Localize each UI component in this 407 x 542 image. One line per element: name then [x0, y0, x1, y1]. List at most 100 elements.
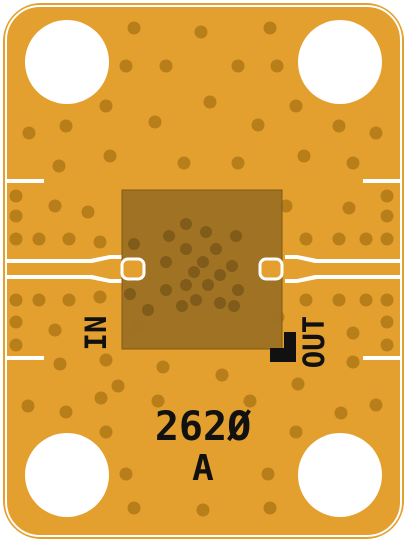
- via: [119, 59, 133, 73]
- via: [380, 293, 394, 307]
- via: [332, 119, 346, 133]
- via: [380, 315, 394, 329]
- output-trace-gap-bottom: [285, 275, 401, 283]
- via: [243, 394, 257, 408]
- via: [9, 189, 23, 203]
- chip-via: [230, 230, 242, 242]
- via: [9, 232, 23, 246]
- mounting-hole-top-right: [298, 20, 382, 104]
- chip-via: [188, 266, 200, 278]
- part-number-label: 262Ø: [155, 404, 251, 450]
- via: [148, 115, 162, 129]
- via: [231, 59, 245, 73]
- chip-via: [202, 279, 214, 291]
- via: [99, 353, 113, 367]
- via: [380, 189, 394, 203]
- via: [231, 156, 245, 170]
- via: [359, 232, 373, 246]
- via: [111, 379, 125, 393]
- via: [93, 235, 107, 249]
- via: [9, 315, 23, 329]
- via-field: [9, 21, 394, 517]
- via: [99, 99, 113, 113]
- output-bond-pad: [258, 257, 284, 281]
- chip-pad: [121, 189, 283, 350]
- via: [103, 149, 117, 163]
- right-gap-upper: [363, 179, 401, 183]
- chip-via: [176, 300, 188, 312]
- chip-via: [163, 230, 175, 242]
- chip-via: [200, 226, 212, 238]
- chip-via: [180, 279, 192, 291]
- via: [119, 467, 133, 481]
- chip-via: [228, 300, 240, 312]
- via: [297, 149, 311, 163]
- port-in-label: IN: [79, 316, 113, 351]
- via: [177, 156, 191, 170]
- mounting-hole-bottom-right: [298, 433, 382, 517]
- via: [59, 405, 73, 419]
- chip-via: [210, 243, 222, 255]
- input-bond-pad: [120, 257, 146, 281]
- left-gap-lower: [6, 356, 44, 360]
- output-trace-gap-top: [285, 255, 401, 263]
- via: [380, 338, 394, 352]
- via: [270, 59, 284, 73]
- via: [369, 126, 383, 140]
- via: [263, 21, 277, 35]
- pin-one-marker: [270, 332, 296, 362]
- via: [59, 119, 73, 133]
- right-gap-lower: [363, 356, 401, 360]
- chip-via: [197, 256, 209, 268]
- chip-via: [142, 304, 154, 316]
- via: [151, 394, 165, 408]
- via: [380, 209, 394, 223]
- port-out-label: OUT: [297, 316, 331, 368]
- via: [32, 232, 46, 246]
- input-trace-gap-top: [6, 255, 122, 263]
- via: [342, 201, 356, 215]
- via: [196, 503, 210, 517]
- via: [299, 293, 313, 307]
- via: [159, 59, 173, 73]
- via: [215, 368, 229, 382]
- via: [9, 209, 23, 223]
- via: [289, 99, 303, 113]
- mounting-hole-bottom-left: [25, 433, 109, 517]
- via: [380, 232, 394, 246]
- via: [93, 290, 107, 304]
- chip-via: [160, 256, 172, 268]
- revision-label: A: [192, 448, 214, 489]
- mounting-holes: [25, 20, 382, 517]
- via: [289, 425, 303, 439]
- via: [32, 293, 46, 307]
- via: [251, 118, 265, 132]
- via: [127, 21, 141, 35]
- via: [279, 199, 293, 213]
- via: [359, 293, 373, 307]
- via: [99, 425, 113, 439]
- via: [9, 293, 23, 307]
- via: [203, 95, 217, 109]
- via: [48, 323, 62, 337]
- board-outline: [5, 5, 402, 537]
- via: [22, 126, 36, 140]
- via: [332, 293, 346, 307]
- via: [194, 25, 208, 39]
- via: [346, 355, 360, 369]
- output-port-gaps: [285, 179, 401, 360]
- chip-via: [160, 284, 172, 296]
- chip-via: [190, 294, 202, 306]
- via: [127, 501, 141, 515]
- via: [21, 399, 35, 413]
- via: [299, 232, 313, 246]
- chip-via: [180, 243, 192, 255]
- chip-via-array: [124, 218, 244, 316]
- via: [346, 326, 360, 340]
- chip-via: [124, 288, 136, 300]
- via: [94, 391, 108, 405]
- chip-via: [180, 218, 192, 230]
- via: [332, 232, 346, 246]
